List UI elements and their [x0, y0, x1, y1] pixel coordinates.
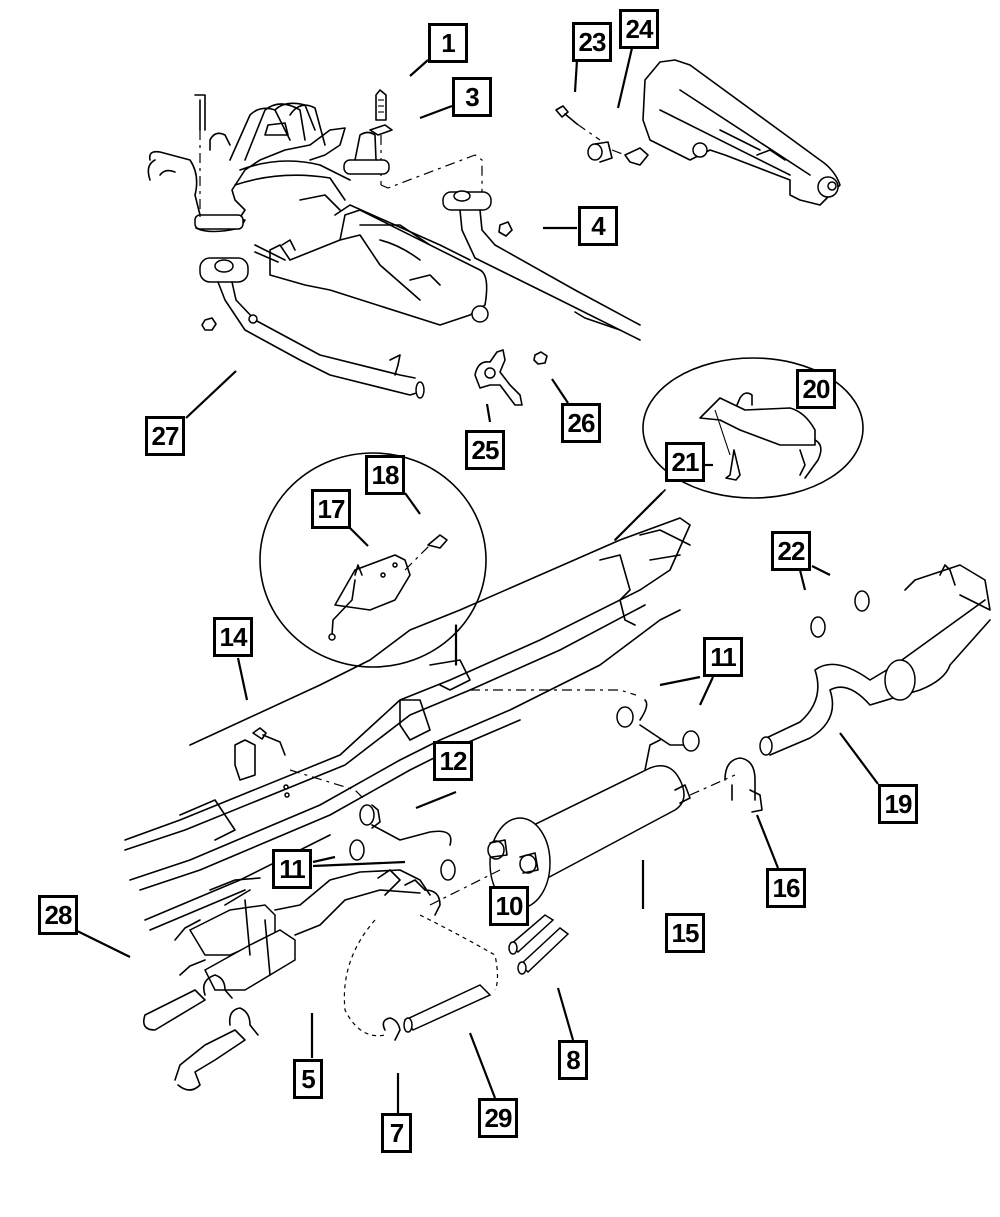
- callout-20[interactable]: 20: [796, 369, 836, 409]
- callout-26[interactable]: 26: [561, 403, 601, 443]
- tail-pieces: [142, 974, 259, 1091]
- front-pipe-left: [199, 257, 425, 399]
- bracket-and-nut: [474, 349, 548, 406]
- callout-11-left[interactable]: 11: [272, 849, 312, 889]
- callout-25[interactable]: 25: [465, 430, 505, 470]
- callout-24[interactable]: 24: [619, 9, 659, 49]
- muffler: [487, 739, 736, 909]
- callout-15[interactable]: 15: [665, 913, 705, 953]
- callout-12[interactable]: 12: [433, 741, 473, 781]
- callout-7[interactable]: 7: [381, 1113, 412, 1153]
- callout-21[interactable]: 21: [665, 442, 705, 482]
- callout-27[interactable]: 27: [145, 416, 185, 456]
- callout-19[interactable]: 19: [878, 784, 918, 824]
- callout-23[interactable]: 23: [572, 22, 612, 62]
- callout-8[interactable]: 8: [558, 1040, 588, 1080]
- transmission-center: [254, 194, 489, 326]
- callout-11-right[interactable]: 11: [703, 637, 743, 677]
- callout-18[interactable]: 18: [365, 455, 405, 495]
- callout-28[interactable]: 28: [38, 895, 78, 935]
- callout-14[interactable]: 14: [213, 617, 253, 657]
- callout-3[interactable]: 3: [452, 77, 492, 117]
- callout-10[interactable]: 10: [489, 886, 529, 926]
- callout-17[interactable]: 17: [311, 489, 351, 529]
- extension-pipes: [382, 914, 570, 1041]
- catalytic-converters: [174, 869, 501, 1037]
- manifold-bolt-right: [343, 89, 483, 200]
- callout-4[interactable]: 4: [578, 206, 618, 246]
- tailpipe: [724, 564, 991, 813]
- detail-circle-hanger: [614, 357, 864, 541]
- transmission-upper-right: [555, 59, 841, 206]
- callout-5[interactable]: 5: [293, 1059, 323, 1099]
- exhaust-manifold-left: [147, 94, 351, 233]
- callout-22[interactable]: 22: [771, 531, 811, 571]
- isolators: [349, 590, 870, 881]
- front-pipe-right: [442, 190, 641, 341]
- callout-16[interactable]: 16: [766, 868, 806, 908]
- callout-29[interactable]: 29: [478, 1098, 518, 1138]
- detail-circle-heat-shield: [259, 452, 487, 668]
- callout-1[interactable]: 1: [428, 23, 468, 63]
